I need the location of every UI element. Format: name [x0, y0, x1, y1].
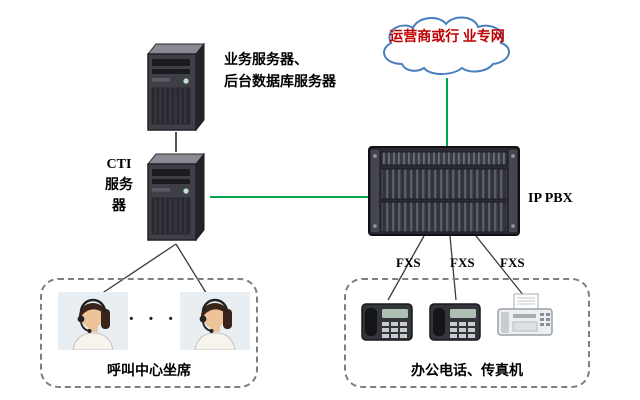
- fxs-label-2: FXS: [450, 255, 475, 270]
- phone-icon-1: [358, 298, 416, 344]
- app-server-label: 业务服务器、 后台数据库服务器: [224, 50, 336, 94]
- agents-ellipsis: · · ·: [128, 308, 179, 330]
- cti-server-label: CTI 服务 器: [98, 154, 140, 217]
- cloud-shape: 运营商或行 业专网: [372, 12, 522, 78]
- app-server-label-line1: 业务服务器、: [224, 53, 308, 68]
- ippbx-icon: [368, 146, 520, 236]
- cti-label-line3: 器: [112, 199, 126, 214]
- cloud-label: 运营商或行 业专网: [372, 28, 522, 47]
- callcenter-group-label: 呼叫中心坐席: [107, 364, 191, 379]
- callcenter-group-box: 呼叫中心坐席: [40, 278, 258, 388]
- agent-icon-1: [58, 292, 128, 350]
- app-server-label-line2: 后台数据库服务器: [224, 75, 336, 90]
- cti-label-line2: 服务: [105, 178, 133, 193]
- ippbx-label: IP PBX: [528, 191, 573, 206]
- fax-icon: [494, 292, 556, 344]
- cti-label-line1: CTI: [106, 157, 132, 172]
- phone-icon-2: [426, 298, 484, 344]
- fxs-label-3: FXS: [500, 255, 525, 270]
- cti-server-icon: [142, 150, 210, 244]
- cloud-label-line1: 运营商或行: [389, 30, 460, 45]
- fxs-label-1: FXS: [396, 255, 421, 270]
- office-group-box: 办公电话、传真机: [344, 278, 590, 388]
- office-group-label: 办公电话、传真机: [411, 364, 523, 379]
- agent-icon-2: [180, 292, 250, 350]
- app-server-icon: [142, 40, 210, 134]
- cloud-label-line2: 业专网: [462, 30, 505, 45]
